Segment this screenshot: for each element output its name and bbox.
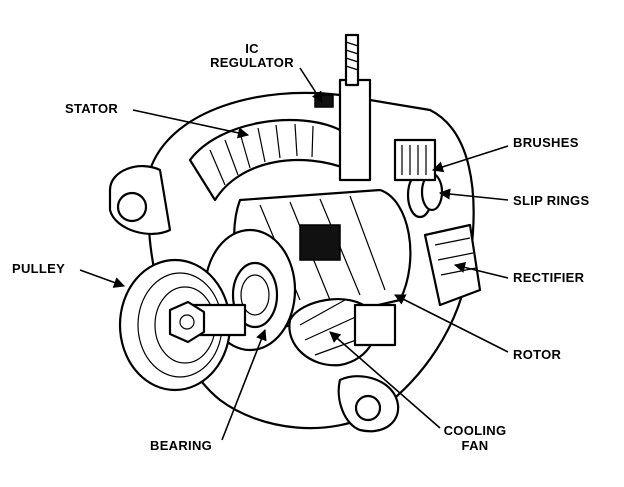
label-brushes: BRUSHES [431,135,579,173]
brush-holder [393,138,437,182]
rectifier [423,223,482,307]
bearing-arrow [221,328,267,441]
label-stator: STATOR [65,101,250,139]
bearing-race [240,274,270,316]
rectifier-arrow [453,261,509,279]
bearing-label: BEARING [150,438,212,453]
label-rotor: ROTOR [394,294,562,362]
pulley-label: PULLEY [12,261,65,276]
rotor-core [299,224,341,261]
pulley-nut [168,300,206,344]
label-pulley: PULLEY [12,261,126,288]
brush-springs [401,145,427,175]
brushes-label: BRUSHES [513,135,579,150]
label-bearing: BEARING [150,328,267,453]
slip-rings-label: SLIP RINGS [513,193,589,208]
stator-arrow [132,109,250,139]
label-slip-rings: SLIP RINGS [438,188,589,208]
slip-rings-arrow [438,188,509,201]
stator-label: STATOR [65,101,118,116]
ic-regulator-arrow [299,67,323,103]
stud-threads [345,41,359,71]
mount-hole-left [116,191,148,223]
rotor-label: ROTOR [513,347,562,362]
brushes-arrow [431,145,509,173]
label-cooling-fan: COOLING FAN [329,331,507,453]
cooling-fan-label-line1: COOLING [444,423,507,438]
stator-windings [209,123,314,186]
alternator-illustration [108,33,482,433]
label-ic-regulator: IC REGULATOR [210,41,323,103]
cooling-fan-arrow [329,331,441,429]
rectifier-label: RECTIFIER [513,270,585,285]
nut-center [179,314,195,330]
ic-regulator-label-line1: IC [245,41,259,56]
pulley-arrow [79,269,126,288]
ic-regulator [338,78,372,182]
front-housing-block [353,303,397,347]
rotor-arrow [394,294,509,353]
label-rectifier: RECTIFIER [453,261,585,285]
mount-hole-bottom [354,394,382,422]
cooling-fan-label-line2: FAN [462,438,489,453]
ic-regulator-label-line2: REGULATOR [210,55,294,70]
